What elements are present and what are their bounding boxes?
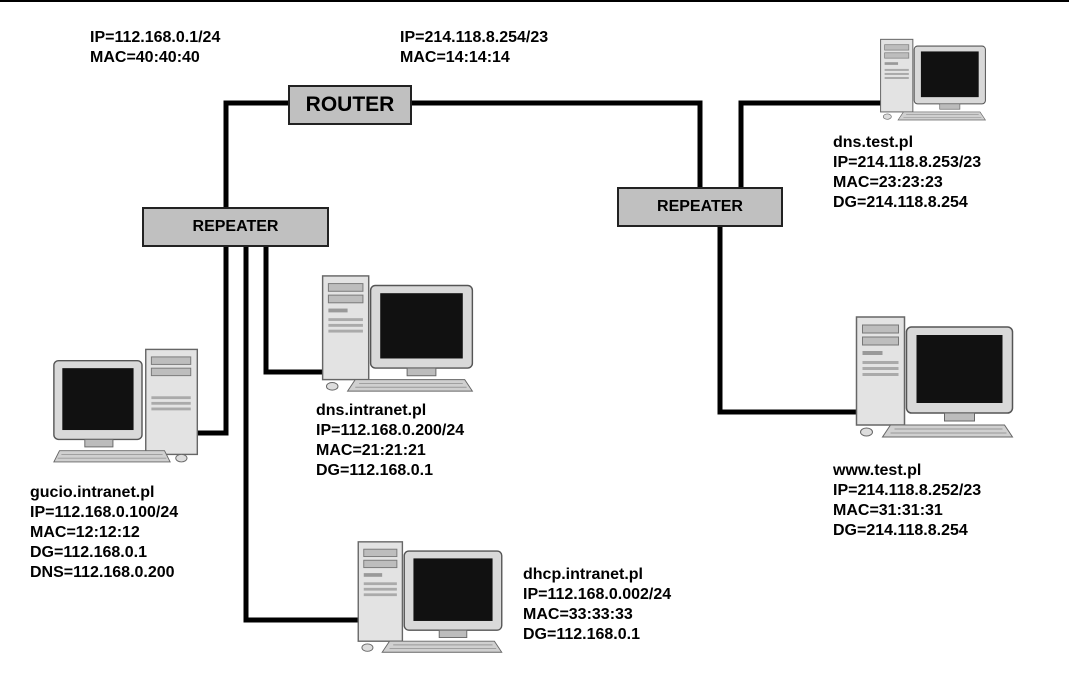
link-router-repeater2	[412, 100, 703, 187]
hostname: dns.test.pl	[833, 134, 914, 151]
computer-icon	[315, 274, 480, 394]
link-repeater1-dhcp	[243, 247, 362, 623]
router-box: ROUTER	[288, 85, 412, 125]
computer-icon	[877, 38, 989, 122]
host-gucio-label: gucio.intranet.pl IP=112.168.0.100/24 MA…	[30, 483, 178, 583]
repeater-box: REPEATER	[617, 187, 783, 227]
ip-text: IP=112.168.0.1/24	[90, 29, 221, 46]
router-left-interface: IP=112.168.0.1/24 MAC=40:40:40	[90, 28, 220, 68]
dg-text: DG=214.118.8.254	[833, 194, 968, 211]
ip-text: IP=112.168.0.200/24	[316, 422, 465, 439]
repeater-label: REPEATER	[192, 218, 279, 235]
dg-text: DG=112.168.0.1	[523, 626, 640, 643]
dg-text: DG=112.168.0.1	[316, 462, 433, 479]
host-dns-intranet-label: dns.intranet.pl IP=112.168.0.200/24 MAC=…	[316, 401, 464, 481]
repeater-label: REPEATER	[657, 198, 743, 215]
computer-icon	[852, 315, 1017, 440]
ip-text: IP=214.118.8.254/23	[400, 29, 549, 46]
repeater-box: REPEATER	[142, 207, 329, 247]
mac-text: MAC=31:31:31	[833, 502, 943, 519]
host-www-test-label: www.test.pl IP=214.118.8.252/23 MAC=31:3…	[833, 461, 981, 541]
mac-text: MAC=23:23:23	[833, 174, 943, 191]
top-border	[0, 0, 1069, 2]
computer-icon	[355, 540, 505, 655]
link-repeater1-gucio	[186, 247, 229, 436]
router-right-interface: IP=214.118.8.254/23 MAC=14:14:14	[400, 28, 548, 68]
hostname: gucio.intranet.pl	[30, 484, 155, 501]
ip-text: IP=112.168.0.002/24	[523, 586, 672, 603]
ip-text: IP=214.118.8.252/23	[833, 482, 982, 499]
router-label: ROUTER	[305, 93, 395, 116]
mac-text: MAC=14:14:14	[400, 49, 510, 66]
host-dns-test-label: dns.test.pl IP=214.118.8.253/23 MAC=23:2…	[833, 133, 981, 213]
mac-text: MAC=33:33:33	[523, 606, 633, 623]
link-repeater2-www	[717, 227, 865, 415]
hostname: dns.intranet.pl	[316, 402, 427, 419]
hostname: dhcp.intranet.pl	[523, 566, 643, 583]
mac-text: MAC=40:40:40	[90, 49, 200, 66]
link-repeater2-dns-test	[738, 100, 890, 187]
hostname: www.test.pl	[833, 462, 922, 479]
mac-text: MAC=21:21:21	[316, 442, 426, 459]
computer-icon	[52, 343, 202, 473]
ip-text: IP=112.168.0.100/24	[30, 504, 179, 521]
link-router-repeater1	[223, 100, 288, 207]
mac-text: MAC=12:12:12	[30, 524, 140, 541]
ip-text: IP=214.118.8.253/23	[833, 154, 982, 171]
dg-text: DG=112.168.0.1	[30, 544, 147, 561]
dns-text: DNS=112.168.0.200	[30, 564, 175, 581]
dg-text: DG=214.118.8.254	[833, 522, 968, 539]
link-repeater1-dns-intranet	[263, 247, 322, 375]
host-dhcp-intranet-label: dhcp.intranet.pl IP=112.168.0.002/24 MAC…	[523, 565, 671, 645]
